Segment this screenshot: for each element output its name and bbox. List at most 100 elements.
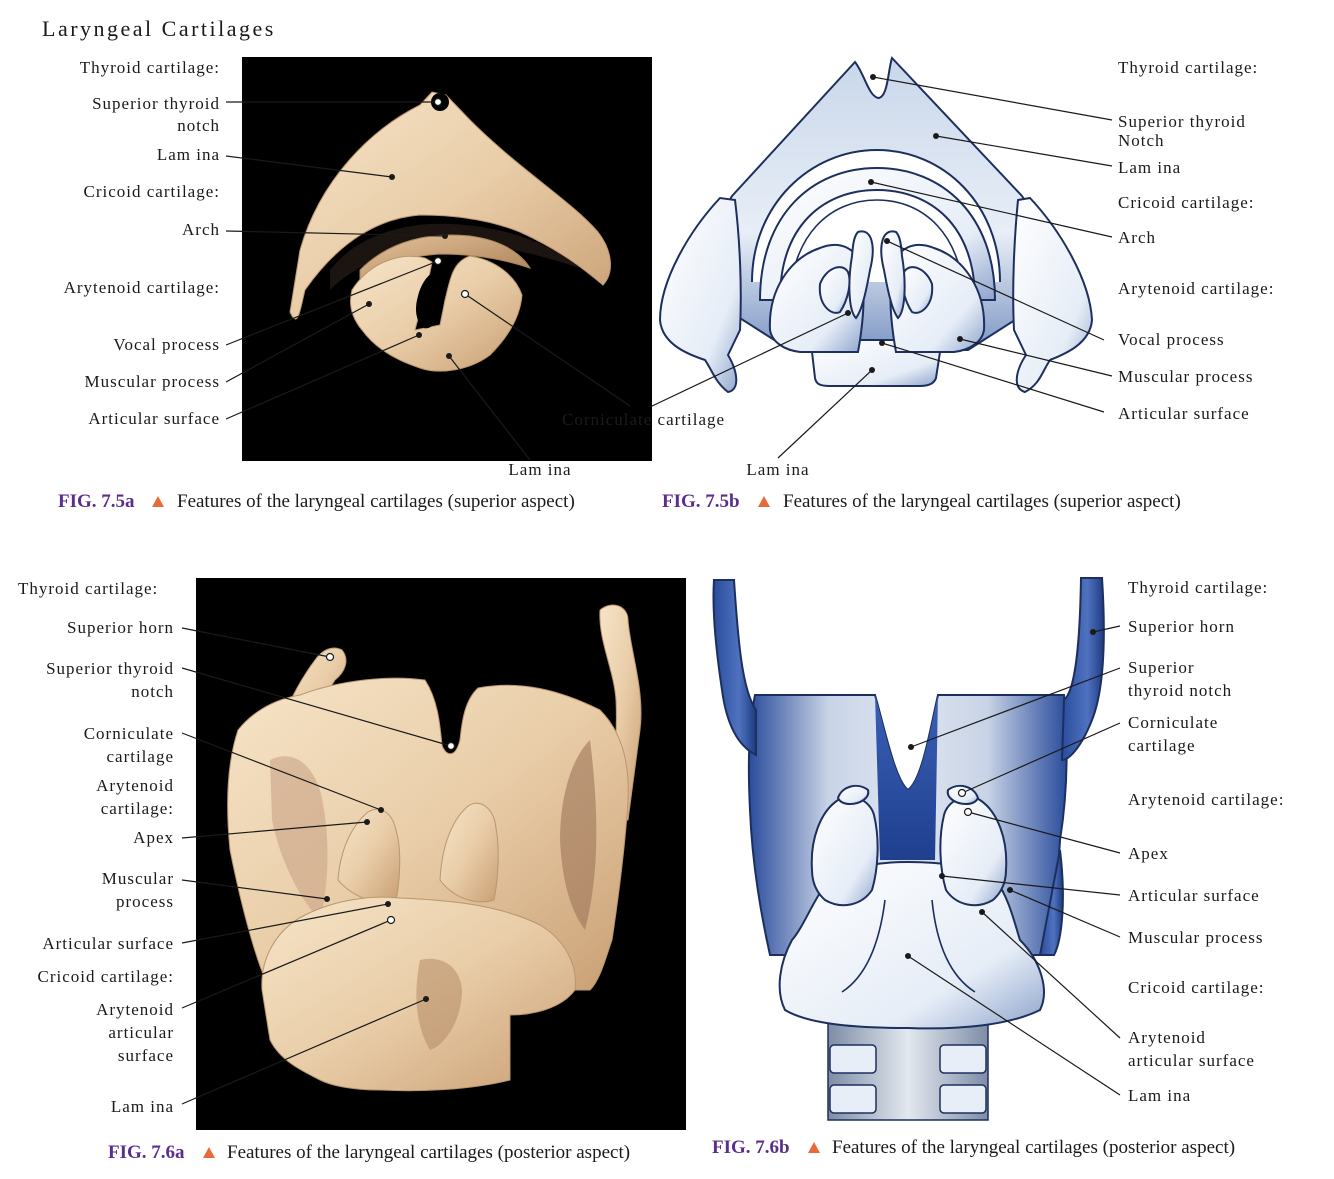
- label-vocal-process: Vocal process: [113, 335, 220, 354]
- label-corniculate: Corniculate: [84, 724, 174, 743]
- fig-7-6b: [712, 577, 1105, 1121]
- label-arytenoid-2: cartilage:: [101, 799, 174, 818]
- leader-line: [910, 667, 1121, 748]
- vocal-process-left: [848, 230, 874, 320]
- label-superior-thyroid-notch: Superior thyroid: [1118, 112, 1246, 131]
- leader-line: [961, 722, 1121, 794]
- label-apex: Apex: [133, 828, 174, 847]
- lamina-shade-right: [560, 740, 597, 930]
- label-lamina: Lam ina: [111, 1097, 174, 1116]
- leader-dot: [389, 174, 395, 180]
- label-arytenoid-articular: Arytenoid: [96, 1000, 174, 1019]
- leader-dot: [433, 97, 443, 107]
- tracheal-ring-right: [939, 1044, 987, 1074]
- fig-7-6a: [196, 578, 686, 1130]
- triangle-icon: [758, 496, 770, 507]
- leader-line: [181, 998, 427, 1105]
- leader-dot: [963, 807, 973, 817]
- leader-line: [981, 911, 1121, 1039]
- label-cricoid-cartilage: Cricoid cartilage:: [38, 967, 174, 986]
- leader-line: [649, 312, 849, 408]
- figure-number: FIG. 7.6b: [712, 1137, 790, 1158]
- label-apex: Apex: [1128, 844, 1169, 863]
- leader-dot: [884, 238, 890, 244]
- leader-line: [464, 293, 631, 407]
- label-articular-surface: Articular surface: [42, 934, 174, 953]
- leader-line: [448, 355, 531, 461]
- label-arytenoid-cartilage: Arytenoid cartilage:: [1128, 790, 1284, 809]
- leader-dot: [869, 367, 875, 373]
- label-thyroid-cartilage: Thyroid cartilage:: [1118, 58, 1258, 77]
- leader-dot: [845, 310, 851, 316]
- label-cricoid-cartilage: Cricoid cartilage:: [84, 182, 220, 201]
- figure-number: FIG. 7.5b: [662, 491, 740, 512]
- label-thyroid-cartilage: Thyroid cartilage:: [18, 579, 158, 598]
- fig-7-5a: [242, 57, 652, 461]
- label-corniculate: Corniculate: [1128, 713, 1218, 732]
- label-superior-thyroid-notch: Superior thyroid: [46, 659, 174, 678]
- figure-caption: Features of the laryngeal cartilages (su…: [177, 491, 575, 512]
- label-muscular-process: Muscular process: [85, 372, 220, 391]
- leader-line: [225, 230, 446, 237]
- leader-dot: [378, 807, 384, 813]
- label-vocal-process: Vocal process: [1118, 330, 1225, 349]
- leader-line: [870, 181, 1113, 238]
- thyroid-wing-right: [1012, 196, 1094, 394]
- label-superior-thyroid-notch-2: Notch: [1118, 131, 1165, 150]
- label-muscular-process: Muscular process: [1128, 928, 1263, 947]
- triangle-icon: [203, 1147, 215, 1158]
- lamina-ridge-right: [931, 899, 976, 993]
- fig-7-5b: [658, 56, 1094, 394]
- leader-line: [941, 875, 1121, 896]
- leader-dot: [433, 256, 443, 266]
- cricoid-inner-line: [789, 199, 965, 301]
- leader-line: [777, 369, 873, 459]
- lamina-ridge-left: [841, 899, 886, 993]
- label-corniculate-2: cartilage: [1128, 736, 1196, 755]
- lamina-ridge: [416, 958, 462, 1050]
- label-superior-thyroid-notch-2: notch: [131, 682, 174, 701]
- leader-dot: [908, 744, 914, 750]
- label-arch: Arch: [182, 220, 220, 239]
- label-thyroid-cartilage: Thyroid cartilage:: [80, 58, 220, 77]
- superior-horn-right-drawing: [1060, 577, 1105, 762]
- label-lamina-bottom: Lam ina: [746, 460, 809, 479]
- inferior-horn-right: [1038, 849, 1064, 956]
- figure-caption: Features of the laryngeal cartilages (po…: [832, 1137, 1235, 1158]
- leader-line: [181, 627, 331, 658]
- label-articular-surface: Articular surface: [1118, 404, 1250, 423]
- leader-dot: [879, 340, 885, 346]
- tracheal-ring-right: [939, 1084, 987, 1114]
- figure-caption: Features of the laryngeal cartilages (su…: [783, 491, 1181, 512]
- leader-line: [225, 260, 439, 346]
- label-cricoid-cartilage: Cricoid cartilage:: [1128, 978, 1264, 997]
- leader-dot: [364, 819, 370, 825]
- leader-line: [959, 338, 1113, 377]
- leader-dot: [416, 332, 422, 338]
- leader-dot: [446, 741, 456, 751]
- triangle-icon: [808, 1142, 820, 1153]
- leader-line: [225, 334, 420, 420]
- leader-line: [1092, 625, 1121, 633]
- label-superior-thyroid-notch-2: thyroid notch: [1128, 681, 1232, 700]
- leader-dot: [868, 179, 874, 185]
- leader-dot: [939, 873, 945, 879]
- superior-thyroid-notch-fill: [875, 695, 938, 860]
- leader-dot: [957, 788, 967, 798]
- label-corniculate-2: cartilage: [106, 747, 174, 766]
- leader-dot: [385, 901, 391, 907]
- label-articular-surface: Articular surface: [88, 409, 220, 428]
- label-muscular: Muscular: [102, 869, 174, 888]
- leader-dot: [325, 652, 335, 662]
- leader-dot: [442, 233, 448, 239]
- label-lamina-bottom: Lam ina: [508, 460, 571, 479]
- thyroid-cartilage-photo: [289, 91, 611, 320]
- label-lamina: Lam ina: [157, 145, 220, 164]
- leader-dot: [460, 289, 470, 299]
- label-lamina: Lam ina: [1118, 158, 1181, 177]
- thyroid-wing-left: [658, 196, 742, 394]
- label-corniculate-cartilage: Corniculate cartilage: [562, 410, 725, 429]
- label-lamina: Lam ina: [1128, 1086, 1191, 1105]
- corniculate-left-drawing: [836, 784, 870, 806]
